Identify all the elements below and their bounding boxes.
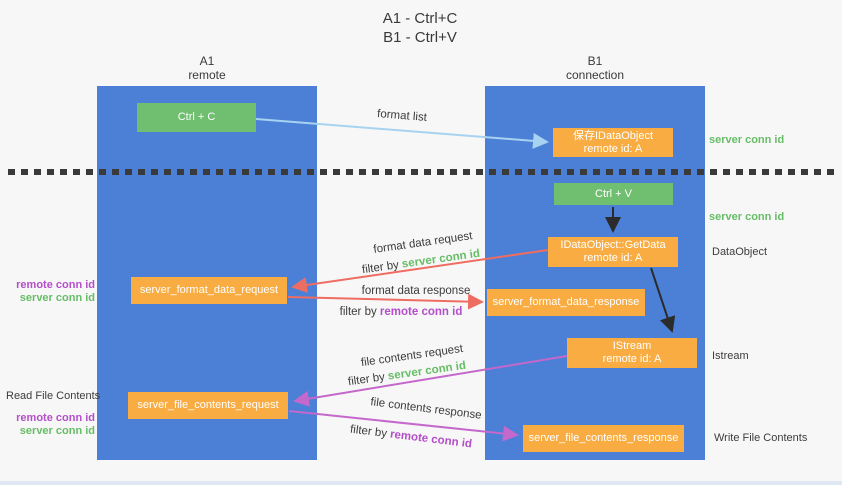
file-contents-response-label: file contents response <box>369 396 483 422</box>
column-a1-subtitle: remote <box>188 68 226 82</box>
istream-line1: IStream <box>612 340 652 352</box>
getdata-line2: remote id: A <box>583 252 643 264</box>
server-conn-id-right-label-1: server conn id <box>709 134 785 146</box>
format-list-label: format list <box>376 108 428 124</box>
server-conn-id-keyword: server conn id <box>401 247 481 271</box>
format-data-response-arrow <box>287 293 484 310</box>
diagram-title-line2: B1 - Ctrl+V <box>383 29 457 46</box>
diagram-title-line1: A1 - Ctrl+C <box>382 10 458 27</box>
server-format-data-response-label: server_format_data_response <box>492 296 640 308</box>
server-conn-id-left-label-2: server conn id <box>19 425 95 437</box>
server-file-contents-request-label: server_file_contents_request <box>137 399 279 411</box>
window-bottom-edge <box>0 481 842 485</box>
ctrl-v-box: Ctrl + V <box>554 183 673 205</box>
save-idataobject-line1: 保存IDataObject <box>572 129 654 142</box>
getdata-line1: IDataObject::GetData <box>560 239 666 251</box>
remote-conn-id-left-label-2: remote conn id <box>16 412 95 424</box>
ctrl-v-label: Ctrl + V <box>595 187 632 200</box>
remote-conn-id-keyword: remote conn id <box>389 428 473 451</box>
filter-by-remote-conn-id-label-1: filter by remote conn id <box>340 306 463 318</box>
istream-box: IStream remote id: A <box>567 338 697 368</box>
column-a1-name: A1 <box>199 54 215 68</box>
column-b1-name: B1 <box>587 54 603 68</box>
phase-separator-dotted-line <box>8 169 834 175</box>
diagram-title: A1 - Ctrl+C B1 - Ctrl+V <box>300 9 540 47</box>
remote-conn-id-keyword: remote conn id <box>379 306 463 318</box>
server-format-data-request-label: server_format_data_request <box>139 284 279 296</box>
server-format-data-request-box: server_format_data_request <box>131 277 287 304</box>
write-file-contents-label: Write File Contents <box>714 432 808 444</box>
format-data-response-label: format data response <box>361 285 471 297</box>
save-idataobject-line2: remote id: A <box>583 142 643 155</box>
filter-by-prefix: filter by <box>339 306 380 318</box>
server-file-contents-request-box: server_file_contents_request <box>128 392 288 419</box>
server-conn-id-left-label-1: server conn id <box>19 292 95 304</box>
filter-by-prefix: filter by <box>361 258 403 277</box>
istream-side-label: Istream <box>712 350 749 362</box>
filter-by-prefix: filter by <box>347 370 389 389</box>
filter-by-remote-conn-id-label-2: filter by remote conn id <box>349 424 472 451</box>
left-conn-ids-group-1: remote conn id server conn id <box>16 279 95 305</box>
ctrl-c-box: Ctrl + C <box>137 103 256 132</box>
left-conn-ids-group-2: remote conn id server conn id <box>16 412 95 438</box>
column-b1-subtitle: connection <box>565 68 625 82</box>
column-header-b1: B1 connection <box>485 54 705 82</box>
server-file-contents-response-label: server_file_contents_response <box>528 432 679 444</box>
column-header-a1: A1 remote <box>97 54 317 82</box>
remote-conn-id-left-label-1: remote conn id <box>16 279 95 291</box>
server-conn-id-right-label-2: server conn id <box>709 211 785 223</box>
server-file-contents-response-box: server_file_contents_response <box>523 425 684 452</box>
server-format-data-response-box: server_format_data_response <box>487 289 645 316</box>
dataobject-side-label: DataObject <box>712 246 768 258</box>
idataobject-getdata-box: IDataObject::GetData remote id: A <box>548 237 678 267</box>
read-file-contents-label: Read File Contents <box>6 390 101 402</box>
save-idataobject-box: 保存IDataObject remote id: A <box>553 128 673 157</box>
ctrl-c-label: Ctrl + C <box>177 111 216 123</box>
filter-by-prefix: filter by <box>349 423 391 441</box>
istream-line2: remote id: A <box>602 353 662 365</box>
